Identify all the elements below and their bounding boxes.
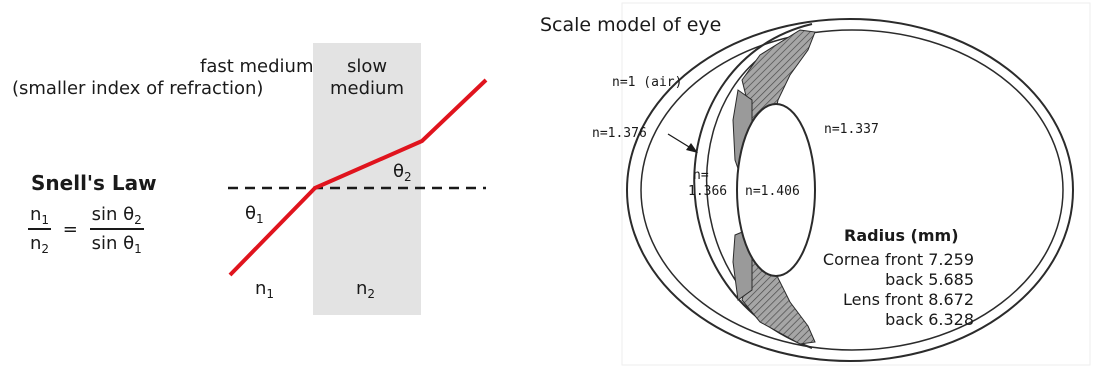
sclera-inner: [640, 29, 1064, 351]
frac-n2: n: [30, 233, 42, 254]
index-ratio-fraction: n1 n2: [28, 204, 52, 256]
frac-sin-theta2: sin θ: [91, 204, 135, 225]
eye-title: Scale model of eye: [540, 14, 722, 36]
frac-sin-theta2-sub: 2: [134, 213, 142, 227]
frac-sin-theta1-sub: 1: [134, 242, 142, 256]
theta1-symbol: θ: [245, 203, 257, 224]
lens-back-radius: back 6.328: [885, 310, 974, 329]
theta1-label: θ1: [245, 203, 264, 226]
air-index-label: n=1 (air): [612, 75, 683, 90]
lens-front-radius: Lens front 8.672: [843, 290, 974, 309]
frac-sin-theta1: sin θ: [91, 233, 135, 254]
eye-diagram: [621, 2, 1091, 366]
cornea-index-label: n=1.376: [592, 126, 647, 141]
frac-n1: n: [30, 204, 42, 225]
fast-medium-description: (smaller index of refraction): [12, 78, 264, 99]
sine-ratio-fraction: sin θ2 sin θ1: [89, 204, 144, 256]
n2-symbol: n: [356, 278, 368, 299]
cornea-front-radius: Cornea front 7.259: [822, 250, 974, 269]
sclera-outer: [626, 18, 1074, 362]
refracted-light-ray: [228, 78, 488, 277]
eye-panel-frame: [621, 2, 1091, 366]
n1-sub: 1: [266, 287, 275, 301]
n1-label: n1: [255, 278, 275, 301]
aqueous-index-label-line2: 1.366: [688, 184, 728, 199]
fast-medium-label: fast medium: [200, 56, 314, 77]
equals-sign: =: [62, 218, 78, 240]
lens-index-label: n=1.406: [745, 184, 800, 199]
crystalline-lens: [736, 103, 816, 277]
theta2-label: θ2: [393, 161, 412, 184]
cornea-back-radius: back 5.685: [885, 270, 974, 289]
slow-medium-label-line1: slow: [346, 56, 388, 77]
aqueous-index-label-line1: n=: [693, 168, 709, 183]
theta2-symbol: θ: [393, 161, 405, 182]
slow-medium-label-line2: medium: [330, 78, 404, 99]
frac-n2-sub: 2: [41, 242, 50, 256]
snells-law-equation: n1 n2 = sin θ2 sin θ1: [28, 204, 144, 256]
theta2-sub: 2: [404, 170, 412, 184]
snells-law-title: Snell's Law: [31, 171, 157, 195]
cornea-pointer-arrowhead: [686, 143, 698, 153]
frac-n1-sub: 1: [41, 213, 50, 227]
n2-label: n2: [356, 278, 376, 301]
radius-table-title: Radius (mm): [844, 226, 959, 245]
theta1-sub: 1: [256, 212, 264, 226]
n1-symbol: n: [255, 278, 267, 299]
vitreous-index-label: n=1.337: [824, 122, 879, 137]
n2-sub: 2: [367, 287, 376, 301]
